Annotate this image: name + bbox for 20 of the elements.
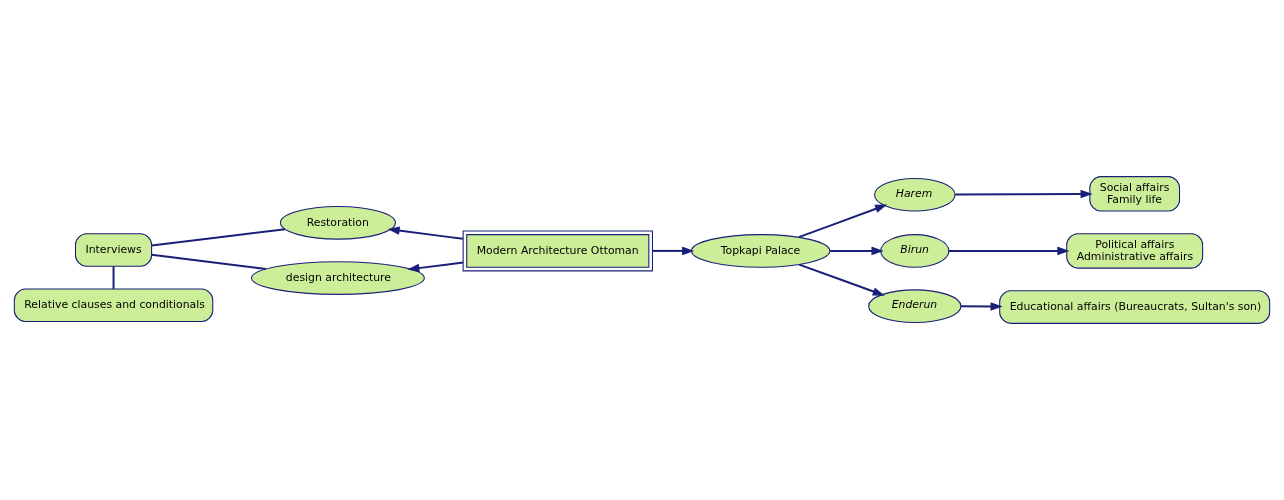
node-ellipse: Topkapi Palace xyxy=(690,234,831,268)
arrow xyxy=(954,189,1093,199)
arrow xyxy=(387,226,464,240)
node-box: Educational affairs (Bureaucrats, Sultan's son) xyxy=(999,290,1271,324)
node-box: Relative clauses and conditionals xyxy=(13,288,214,323)
node-box: Interviews xyxy=(74,233,153,267)
arrow xyxy=(407,261,465,273)
node-ellipse: Restoration xyxy=(279,205,396,240)
arrow xyxy=(798,263,885,296)
arrow xyxy=(651,246,695,256)
connector xyxy=(150,228,287,247)
node-box: Social affairs Family life xyxy=(1089,176,1181,212)
arrow xyxy=(829,246,884,256)
node-box: Political affairs Administrative affairs xyxy=(1066,233,1204,269)
arrow xyxy=(959,302,1003,311)
connector xyxy=(150,253,267,271)
connector xyxy=(112,265,115,290)
arrow xyxy=(797,204,888,239)
node-ellipse: Birun xyxy=(880,234,950,268)
arrow xyxy=(947,246,1070,256)
